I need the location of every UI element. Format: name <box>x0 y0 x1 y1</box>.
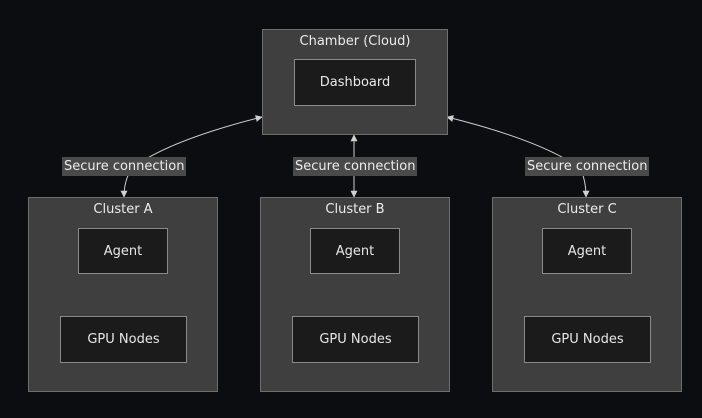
cluster-c-agent-node: Agent <box>542 228 632 274</box>
cluster-a-node: Cluster A Agent GPU Nodes <box>28 197 218 392</box>
edge-label-cluster-c: Secure connection <box>525 157 650 176</box>
cloud-title: Chamber (Cloud) <box>299 34 411 49</box>
cluster-b-title: Cluster B <box>325 202 385 217</box>
cluster-b-agent-node: Agent <box>310 228 400 274</box>
dashboard-node: Dashboard <box>294 59 416 106</box>
cloud-node: Chamber (Cloud) Dashboard <box>262 29 448 135</box>
cluster-c-title: Cluster C <box>557 202 617 217</box>
edge-label-cluster-b: Secure connection <box>293 157 418 176</box>
cluster-c-gpu-nodes: GPU Nodes <box>524 316 651 363</box>
cluster-b-node: Cluster B Agent GPU Nodes <box>260 197 450 392</box>
cluster-a-agent-node: Agent <box>78 228 168 274</box>
cluster-a-gpu-nodes: GPU Nodes <box>60 316 187 363</box>
edge-label-cluster-a: Secure connection <box>62 157 187 176</box>
cluster-c-node: Cluster C Agent GPU Nodes <box>492 197 682 392</box>
cluster-a-title: Cluster A <box>93 202 153 217</box>
cluster-b-gpu-nodes: GPU Nodes <box>292 316 419 363</box>
